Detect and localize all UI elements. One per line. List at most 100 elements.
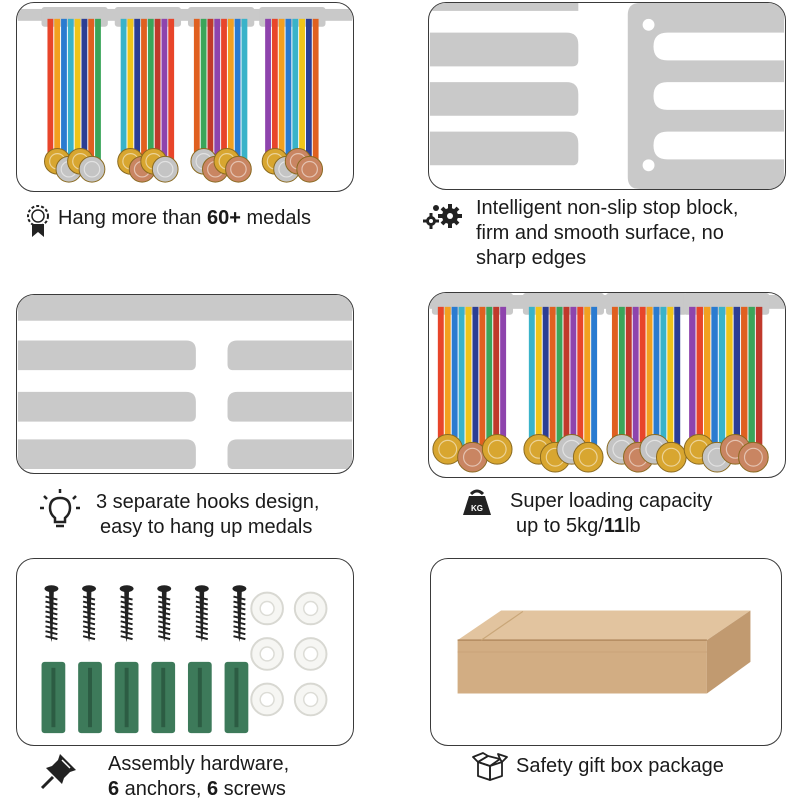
medal-hanger-illustration bbox=[17, 6, 353, 183]
feature-caption-stop-block: Intelligent non-slip stop block, firm an… bbox=[476, 197, 739, 269]
feature-caption-hardware: Assembly hardware, 6 anchors, 6 screws bbox=[108, 753, 290, 800]
medal-ribbon bbox=[241, 18, 248, 166]
screw-thread bbox=[120, 625, 133, 631]
medal-inner-ring bbox=[230, 160, 247, 178]
screw-thread bbox=[195, 615, 208, 621]
medal bbox=[78, 155, 106, 183]
screw-thread bbox=[158, 615, 171, 621]
medal-inner-ring bbox=[83, 160, 101, 178]
medal-ribbon bbox=[54, 18, 61, 166]
screw-thread bbox=[233, 620, 246, 626]
medal-ribbon bbox=[667, 306, 674, 454]
screw-thread bbox=[120, 605, 133, 611]
spacer-ring-hole bbox=[302, 691, 319, 708]
medal-ribbon bbox=[632, 306, 639, 454]
medal-ribbon bbox=[493, 306, 500, 454]
screw-head bbox=[232, 585, 247, 593]
medal-ribbon bbox=[611, 306, 618, 454]
gears-icon bbox=[420, 202, 464, 235]
screw-thread bbox=[195, 625, 208, 631]
medal-ribbon bbox=[81, 18, 88, 166]
medal-ribbon bbox=[748, 306, 755, 454]
medal-ribbon bbox=[486, 306, 493, 454]
medal-ribbon bbox=[214, 18, 221, 166]
medal-ribbon bbox=[458, 306, 465, 454]
medal bbox=[225, 155, 252, 183]
wall-anchor-slot bbox=[197, 667, 202, 728]
spacer-ring-hole bbox=[302, 600, 319, 617]
screw-thread bbox=[158, 635, 171, 641]
medal-ribbon bbox=[437, 306, 444, 454]
screw-thread bbox=[120, 600, 133, 606]
screw-thread bbox=[233, 610, 246, 616]
medal-ribbon bbox=[542, 306, 549, 454]
medal-ribbon bbox=[95, 18, 101, 166]
loaded-hanger-photo-panel bbox=[428, 292, 786, 478]
screw-thread bbox=[233, 595, 246, 601]
screw-thread bbox=[82, 615, 96, 621]
medal-hanger-photo-panel bbox=[16, 2, 354, 192]
medal-ribbon bbox=[134, 18, 141, 166]
medal-ribbon bbox=[726, 306, 733, 454]
medal-ribbon bbox=[161, 18, 168, 166]
spacer-ring-hole bbox=[259, 600, 275, 617]
medal-ribbon bbox=[227, 18, 234, 166]
screw-thread bbox=[45, 625, 58, 631]
medal bbox=[151, 155, 179, 183]
kg-weight-icon: KG bbox=[462, 488, 492, 521]
wall-anchor-slot bbox=[161, 667, 166, 728]
hardware-illustration bbox=[41, 585, 328, 734]
screw-thread bbox=[158, 600, 171, 606]
medal-ribbon bbox=[305, 18, 312, 166]
medal-ribbon bbox=[711, 306, 718, 454]
medal-ribbon bbox=[141, 18, 147, 166]
screw-thread bbox=[120, 595, 133, 601]
spacer-ring-hole bbox=[259, 691, 275, 708]
screw-head bbox=[119, 585, 134, 593]
medal-ribbon bbox=[67, 18, 74, 166]
screw-head bbox=[44, 585, 59, 593]
wall-anchor-slot bbox=[124, 667, 129, 728]
medal-ribbon bbox=[221, 18, 227, 166]
medal-ribbon bbox=[154, 18, 161, 166]
screw-thread bbox=[158, 605, 171, 611]
screw-thread bbox=[82, 620, 96, 626]
medal-ribbon bbox=[591, 306, 598, 454]
screw-thread bbox=[233, 625, 246, 631]
screw-thread bbox=[158, 625, 171, 631]
screw-thread bbox=[195, 605, 208, 611]
screw-thread bbox=[120, 630, 133, 636]
wall-anchor-slot bbox=[234, 667, 239, 728]
medal-ribbon bbox=[660, 306, 667, 454]
medal-ribbon bbox=[234, 18, 241, 166]
screw-thread bbox=[195, 600, 208, 606]
medal-ribbon bbox=[47, 18, 54, 166]
lightbulb-icon bbox=[40, 488, 80, 535]
gift-box-panel bbox=[430, 558, 782, 746]
medal-inner-ring bbox=[462, 447, 482, 467]
screw-thread bbox=[120, 620, 133, 626]
medal-ribbon bbox=[577, 306, 584, 454]
screw-thread bbox=[195, 595, 208, 601]
screw-thread bbox=[195, 620, 208, 626]
screw-thread bbox=[45, 595, 58, 601]
medal-ribbon bbox=[444, 306, 451, 454]
screw-thread bbox=[195, 630, 208, 636]
medal-ribbon bbox=[120, 18, 127, 166]
medal-ribbon bbox=[472, 306, 479, 454]
medal-ribbon bbox=[193, 18, 200, 166]
screw-thread bbox=[158, 630, 171, 636]
screw-thread bbox=[120, 635, 133, 641]
screw-thread bbox=[45, 630, 58, 636]
medal-ribbon bbox=[703, 306, 711, 454]
medal-ribbon bbox=[653, 306, 660, 454]
medal-ribbon bbox=[718, 306, 726, 454]
medal-ribbon-icon bbox=[26, 204, 50, 243]
wall-anchor-slot bbox=[88, 667, 92, 728]
medal-ribbon bbox=[292, 18, 299, 166]
wall-anchor-slot bbox=[51, 667, 56, 728]
medal-ribbon bbox=[207, 18, 214, 166]
medal-ribbon bbox=[584, 306, 591, 454]
medal-ribbon bbox=[278, 18, 285, 166]
medal bbox=[481, 433, 513, 465]
